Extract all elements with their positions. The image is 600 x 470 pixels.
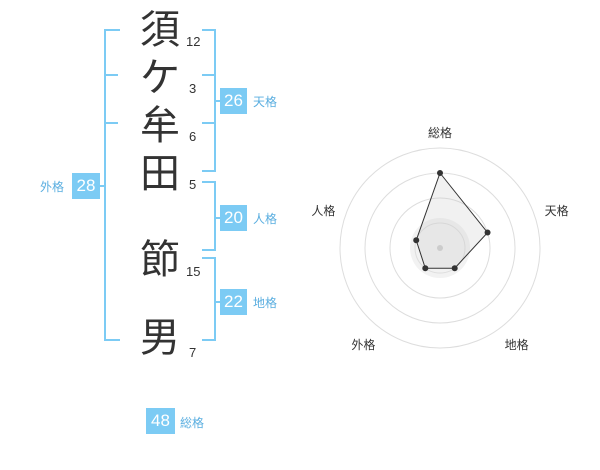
radar-series-area <box>415 171 489 269</box>
name-char-5: 節 <box>140 237 180 283</box>
radar-ring-4 <box>339 147 541 349</box>
stroke-count-1: 12 <box>186 34 201 49</box>
soukaku-value: 48 <box>146 408 175 434</box>
radar-axis-label-3: 地格 <box>505 337 529 352</box>
radar-point-1 <box>437 170 443 176</box>
radar-point-3 <box>451 265 458 272</box>
stroke-count-5: 15 <box>186 264 201 279</box>
stroke-count-6: 7 <box>189 345 197 360</box>
stroke-count-3: 6 <box>189 129 197 144</box>
radar-ring-1 <box>414 222 466 274</box>
radar-point-4 <box>422 265 429 272</box>
chikaku-label: 地格 <box>253 296 278 310</box>
radar-axis-label-2: 天格 <box>545 203 569 218</box>
name-char-2: ケ <box>140 55 180 101</box>
stroke-count-2: 3 <box>189 81 197 96</box>
name-char-3: 牟 <box>140 103 180 149</box>
name-char-6: 男 <box>140 315 180 361</box>
radar-point-5 <box>413 237 420 244</box>
gaikaku-label: 外格 <box>40 180 65 194</box>
radar-axis-label-4: 外格 <box>351 337 375 352</box>
tenkaku-value: 26 <box>220 88 247 114</box>
radar-axis-label-5: 人格 <box>311 203 335 218</box>
chikaku-value: 22 <box>220 289 247 315</box>
jinkaku-value: 20 <box>220 205 247 231</box>
soukaku-label: 総格 <box>180 416 205 430</box>
radar-center-dot <box>437 245 443 251</box>
gaikaku-value: 28 <box>72 173 100 199</box>
name-char-4: 田 <box>140 151 180 197</box>
radar-ring-2 <box>389 197 491 299</box>
stroke-count-4: 5 <box>189 177 197 192</box>
tenkaku-label: 天格 <box>253 95 278 109</box>
name-char-1: 須 <box>140 7 180 53</box>
radar-point-2 <box>484 229 491 236</box>
jinkaku-label: 人格 <box>253 212 278 226</box>
radar-axis-label-1: 総格 <box>428 125 452 140</box>
